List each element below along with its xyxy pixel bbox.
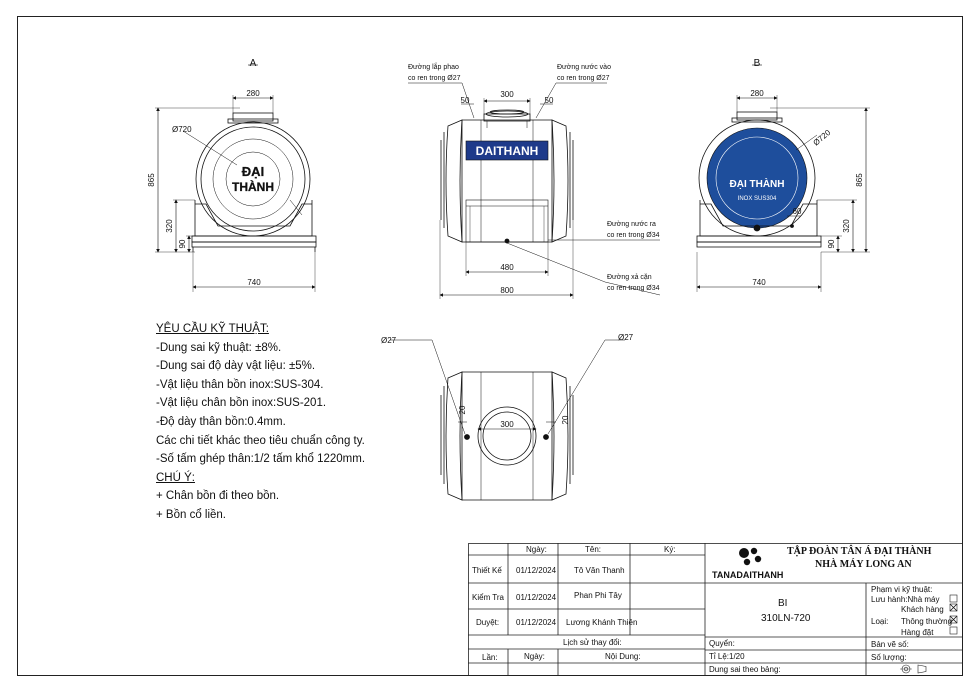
dim-b-offset: 60 (793, 207, 802, 216)
factory-name: NHÀ MÁY LONG AN (815, 559, 912, 570)
company-name: TẬP ĐOÀN TÂN Á ĐẠI THÀNH (787, 546, 932, 557)
caution-line: + Chân bồn đi theo bồn. (156, 490, 280, 503)
dim-b-leg: 320 (842, 219, 851, 233)
dim-b-width: 740 (752, 278, 766, 287)
type-normal: Thông thường (901, 617, 953, 626)
checkbox-mark-thong_thuong (949, 615, 958, 624)
name-check: Phan Phi Tây (574, 591, 622, 600)
scope-customer: Khách hàng (901, 605, 944, 614)
date-check: 01/12/2024 (516, 593, 557, 602)
col-name-header: Tên: (585, 545, 602, 554)
note-line: Các chi tiết khác theo tiêu chuẩn công t… (156, 434, 365, 447)
brand-a-line1: ĐẠI (242, 164, 264, 179)
checkbox-mark-khach_hang (949, 603, 958, 612)
dim-b-top: 280 (750, 89, 764, 98)
rev-label: Lần: (482, 653, 498, 662)
drawing-no-label: Bản vẽ số: (871, 640, 909, 649)
company-logo-icon (739, 547, 762, 566)
view-b-label: B (754, 58, 761, 69)
col-date-header: Ngày: (526, 545, 547, 554)
dim-b-diameter: Ø720 (812, 128, 833, 148)
dim-a-leg: 320 (165, 219, 174, 233)
title-block-grid (468, 543, 963, 676)
dim-front-width: 800 (500, 286, 514, 295)
callout-float-1: Đường lắp phao (408, 62, 459, 71)
brand-a-line2: THÀNH (232, 179, 274, 194)
callout-inlet-1: Đường nước vào (557, 64, 611, 71)
note-line: -Vật liệu chân bồn inox:SUS-201. (156, 397, 327, 410)
note-line: -Dung sai độ dày vật liệu: ±5%. (156, 360, 316, 373)
callout-drain-1: Đường xả cặn (607, 274, 652, 281)
front-view (408, 82, 661, 299)
scope-factory: Lưu hành:Nhà máy (871, 595, 940, 604)
product-line2: 310LN-720 (761, 613, 811, 624)
dim-front-right-gap: 50 (545, 96, 554, 105)
name-approve: Lương Khánh Thiên (566, 618, 638, 627)
dim-bottom-center: 300 (500, 420, 514, 429)
callout-inlet-2: co ren trong Ø27 (557, 75, 610, 82)
dim-a-diameter: Ø720 (172, 125, 192, 134)
role-design: Thiết Kế (472, 566, 502, 575)
note-line: -Độ dày thân bồn:0.4mm. (156, 415, 286, 428)
scope-heading: Phạm vi kỹ thuật: (871, 585, 933, 594)
date-design: 01/12/2024 (516, 566, 557, 575)
callout-drain-2: co ren trong Ø34 (607, 285, 660, 292)
quantity-label: Số lượng: (871, 653, 907, 662)
dim-b-height: 865 (855, 173, 864, 187)
front-view-text: Đường lắp phao co ren trong Ø27 Đường nư… (408, 62, 660, 295)
dim-front-top: 300 (500, 90, 514, 99)
dim-a-width: 740 (247, 278, 261, 287)
dim-a-top: 280 (246, 89, 260, 98)
history-label: Lịch sử thay đổi: (563, 638, 622, 647)
bottom-view-text: Ø27 Ø27 300 20 20 (381, 333, 634, 429)
dim-front-base: 480 (500, 263, 514, 272)
view-a (155, 64, 317, 292)
callout-outlet-1: Đường nước ra (607, 221, 656, 228)
note-line: -Số tấm ghép thân:1/2 tấm khổ 1220mm. (156, 453, 366, 466)
note-line: -Dung sai kỹ thuật: ±8%. (156, 341, 282, 354)
name-design: Tô Văn Thanh (574, 566, 625, 575)
date-approve: 01/12/2024 (516, 618, 557, 627)
tolerance-label: Dung sai theo bảng: (709, 665, 781, 674)
book-label: Quyển: (709, 639, 735, 648)
callout-outlet-2: co ren trong Ø34 (607, 232, 660, 239)
view-b (696, 64, 870, 292)
role-check: Kiểm Tra (472, 593, 505, 602)
rev-date-label: Ngày: (524, 652, 545, 661)
dim-b-base: 90 (827, 239, 836, 248)
rev-content-label: Nội Dung: (605, 652, 641, 661)
dim-front-left-gap: 50 (461, 96, 470, 105)
type-label: Loại: (871, 617, 889, 626)
view-a-label: A (250, 58, 257, 69)
notes-heading: YÊU CẦU KỸ THUẬT: (156, 323, 269, 335)
dim-bottom-left: 20 (458, 405, 467, 414)
front-brand: DAITHANH (476, 144, 539, 158)
logo-text: TANADAITHANH (712, 570, 784, 580)
dim-a-base: 90 (178, 239, 187, 248)
dim-a-height: 865 (147, 173, 156, 187)
front-view-brand: DAITHANH (465, 140, 549, 161)
title-block: Ngày: Tên: Ký: Thiết Kế 01/12/2024 Tô Vă… (468, 543, 963, 676)
view-a-text: A 280 Ø720 865 320 90 740 ĐẠI THÀNH (147, 58, 274, 287)
scale-label: Tỉ Lệ:1/20 (709, 652, 745, 661)
note-line: -Vật liệu thân bồn inox:SUS-304. (156, 378, 324, 391)
technical-notes: YÊU CẦU KỸ THUẬT: -Dung sai kỹ thuật: ±8… (156, 320, 365, 525)
dim-bottom-hole-left: Ø27 (381, 336, 397, 345)
product-line1: BI (778, 598, 788, 609)
role-approve: Duyệt: (476, 618, 500, 627)
col-sign-header: Ký: (664, 545, 676, 554)
dim-bottom-hole-right: Ø27 (618, 333, 634, 342)
bottom-view (390, 339, 625, 501)
dim-bottom-right: 20 (561, 415, 570, 424)
brand-b-line2: INOX SUS304 (738, 196, 777, 202)
caution-line: + Bồn cổ liền. (156, 508, 227, 521)
callout-float-2: co ren trong Ø27 (408, 75, 461, 82)
type-custom: Hàng đặt (901, 628, 934, 637)
brand-b-line1: ĐẠI THÀNH (730, 177, 785, 190)
caution-heading: CHÚ Ý: (156, 471, 195, 484)
